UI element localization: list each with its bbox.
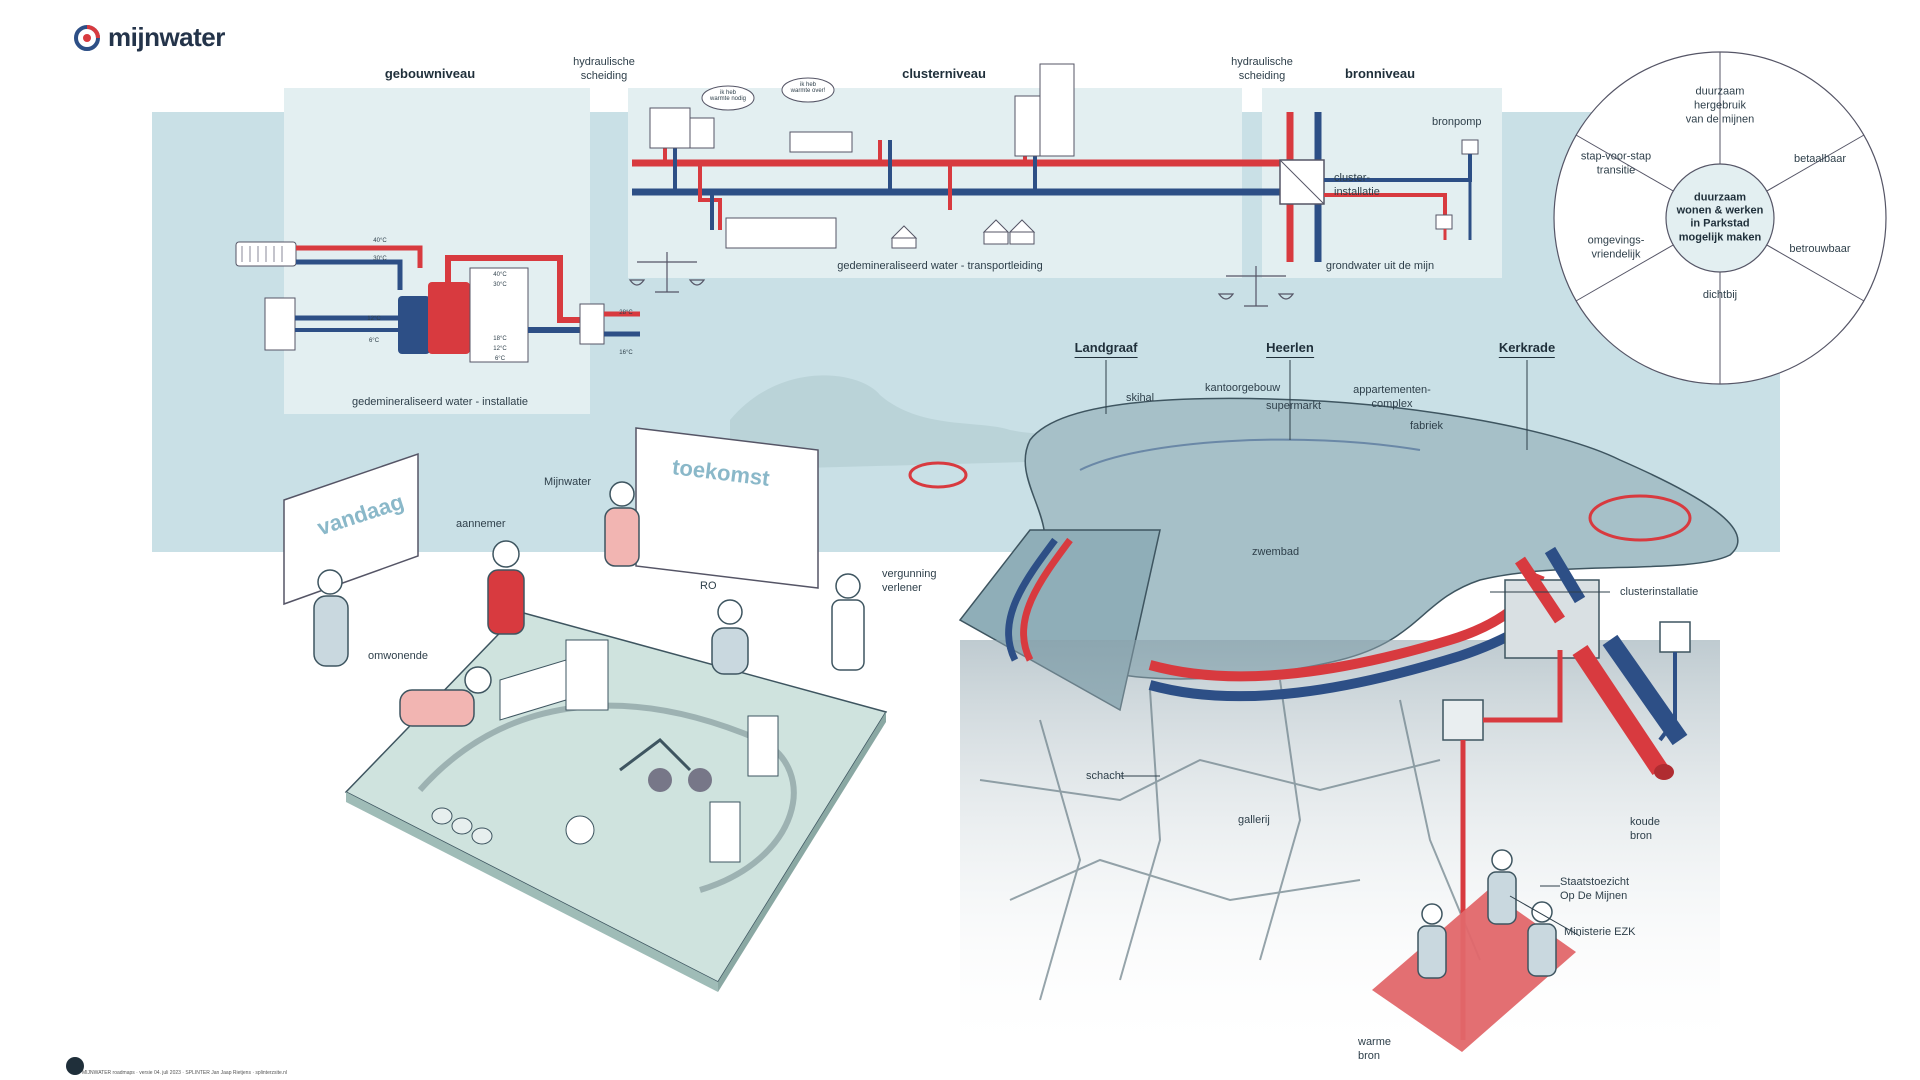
underground-pipes	[1005, 537, 1691, 1040]
temp-label: 18°C	[493, 336, 507, 342]
brand-logo: mijnwater	[74, 22, 225, 53]
temp-label: 30°C	[373, 256, 387, 262]
wheel-segment-transition: stap-voor-stap transitie	[1580, 150, 1652, 176]
temp-label: 6°C	[494, 356, 506, 362]
temp-label: 16°C	[619, 350, 633, 356]
city-heerlen: Heerlen	[1266, 340, 1314, 358]
label-ro: RO	[700, 580, 717, 592]
label-mijnwater-person: Mijnwater	[544, 476, 592, 488]
temp-label: 12°C	[493, 346, 507, 352]
city-landgraaf: Landgraaf	[1074, 340, 1138, 358]
label-schacht: schacht	[1086, 770, 1124, 782]
label-ministerie-ezk: Ministerie EZK	[1564, 926, 1636, 938]
balance-scale-right-icon	[1217, 266, 1295, 307]
wheel-segment-reuse: duurzaam hergebruik van de mijnen	[1685, 85, 1755, 125]
label-hydraulic-separation-right: hydraulische scheiding	[1231, 56, 1293, 82]
label-leader-lines	[1105, 360, 1610, 937]
label-staatstoezicht: Staatstoezicht Op De Mijnen	[1560, 876, 1630, 902]
temp-label: 6°C	[368, 338, 380, 344]
header-source-level: bronniveau	[1344, 66, 1416, 81]
cluster-buildings	[649, 63, 1075, 249]
label-transport-pipe: gedemineraliseerd water - transportleidi…	[837, 260, 1043, 272]
label-hydraulic-separation-left: hydraulische scheiding	[573, 56, 635, 82]
stakeholder-figures	[313, 481, 1557, 979]
temp-label: 40°C	[373, 238, 387, 244]
building-installation-drawing	[235, 241, 640, 363]
header-building-level: gebouwniveau	[384, 66, 476, 81]
label-appartementen: appartementen- complex	[1353, 384, 1431, 410]
planning-table	[344, 611, 888, 992]
label-cluster-installation-top: cluster- installatie	[1334, 172, 1380, 198]
label-zwembad: zwembad	[1252, 546, 1300, 558]
label-skihal: skihal	[1126, 392, 1155, 404]
wheel-segment-reliable: betrouwbaar	[1789, 243, 1851, 256]
header-cluster-level: clusterniveau	[902, 66, 986, 81]
label-omwonende: omwonende	[368, 650, 428, 662]
mine-galleries	[979, 679, 1481, 1001]
credit-icon	[66, 1057, 84, 1075]
presentation-boards	[283, 427, 819, 606]
balance-scale-left-icon	[628, 252, 706, 293]
label-gallerij: gallerij	[1238, 814, 1270, 826]
label-kantoorgebouw: kantoorgebouw	[1205, 382, 1281, 394]
temp-label: 12°C	[367, 316, 381, 322]
landscape-hills	[730, 375, 1100, 470]
cluster-level-panel	[628, 88, 1242, 278]
city-map-platform	[908, 397, 1739, 712]
inspection-platform	[1372, 890, 1576, 1052]
brand-name: mijnwater	[108, 22, 225, 52]
temp-label: 28°C	[619, 310, 633, 316]
temp-label: 40°C	[493, 272, 507, 278]
wheel-segment-nearby: dichtbij	[1702, 289, 1738, 302]
label-supermarkt: supermarkt	[1266, 400, 1322, 412]
label-vergunning-verlener: vergunning verlener	[882, 568, 937, 594]
cluster-installation-box	[1504, 579, 1600, 659]
underground-section	[960, 640, 1720, 1060]
wheel-center-goal: duurzaam wonen & werken in Parkstad moge…	[1676, 191, 1764, 244]
label-clusterinstallatie: clusterinstallatie	[1620, 586, 1699, 598]
values-wheel	[1553, 51, 1887, 385]
building-level-panel	[284, 88, 590, 414]
label-aannemer: aannemer	[456, 518, 506, 530]
transport-pipes	[632, 112, 1479, 262]
credit-line: MIJNWATER roadmaps · versie 04. juli 202…	[82, 1070, 288, 1076]
temp-label: 30°C	[493, 282, 507, 288]
label-fabriek: fabriek	[1410, 420, 1444, 432]
speech-text-need: ik heb warmte nodig	[709, 90, 747, 102]
speech-bubble-need	[701, 85, 755, 111]
speech-bubble-surplus	[781, 77, 835, 103]
wheel-segment-affordable: betaalbaar	[1794, 153, 1846, 166]
wheel-segment-environment: omgevings- vriendelijk	[1587, 234, 1645, 260]
city-kerkrade: Kerkrade	[1498, 340, 1556, 358]
speech-text-surplus: ik heb warmte over!	[790, 82, 826, 94]
label-source-pump: bronpomp	[1432, 116, 1482, 128]
label-building-installation: gedemineraliseerd water - installatie	[351, 396, 529, 408]
label-warme-bron: warme bron	[1358, 1036, 1392, 1062]
mijnwater-logo-icon	[74, 24, 100, 51]
label-koude-bron: koude bron	[1630, 816, 1660, 842]
label-groundwater: grondwater uit de mijn	[1325, 260, 1435, 272]
